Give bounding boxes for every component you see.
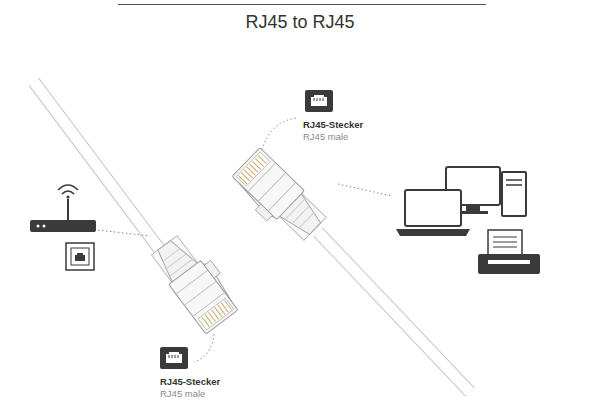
rj45-connector <box>148 228 244 334</box>
router-icon <box>30 185 96 232</box>
diagram-title: RJ45 to RJ45 <box>245 12 354 33</box>
printer-icon <box>478 230 540 274</box>
wall-socket-icon <box>66 243 94 270</box>
port-icon <box>160 347 188 369</box>
top-rule <box>118 4 486 5</box>
part-name: RJ45-Stecker <box>303 119 363 130</box>
part-subname: RJ45 male <box>160 388 205 399</box>
part-subname: RJ45 male <box>303 131 348 142</box>
computer-icons <box>396 167 526 236</box>
port-icon <box>305 90 333 112</box>
rj45-connector <box>227 148 329 249</box>
part-name: RJ45-Stecker <box>160 376 220 387</box>
cable <box>34 82 470 392</box>
leader-line <box>98 118 392 362</box>
